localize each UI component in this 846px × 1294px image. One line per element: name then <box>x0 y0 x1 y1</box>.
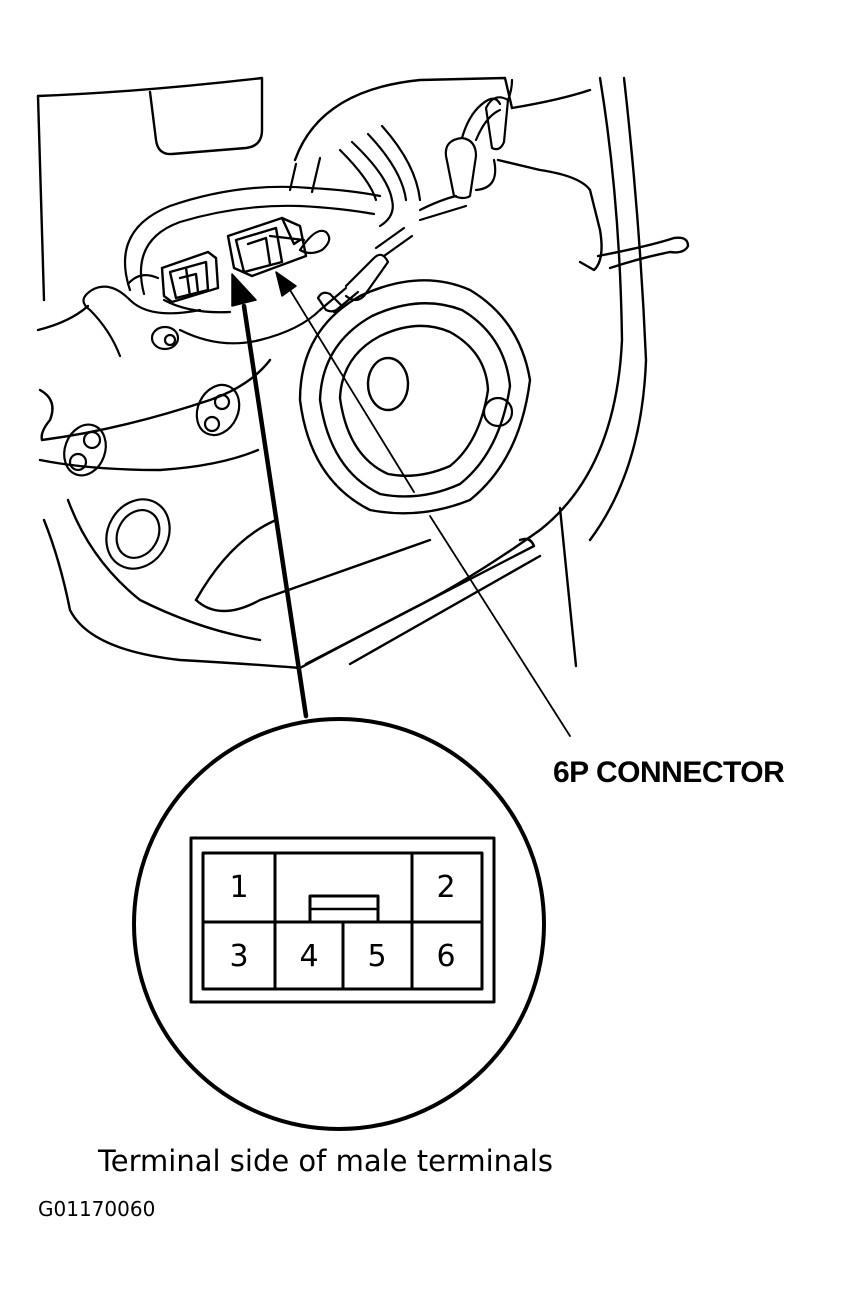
terminal-4-label: 4 <box>299 939 319 974</box>
connector-detail-view <box>132 717 546 1131</box>
door-trim-outline <box>36 76 690 670</box>
terminal-6-label: 6 <box>436 939 456 974</box>
terminal-2-label: 2 <box>436 870 456 905</box>
harness-connectors <box>160 216 308 304</box>
detail-caption: Terminal side of male terminals <box>98 1144 553 1178</box>
wiring-harness <box>82 78 514 358</box>
figure-id: G01170060 <box>38 1197 156 1221</box>
speaker <box>298 279 532 515</box>
terminal-1-label: 1 <box>229 870 249 905</box>
mounting-holes <box>63 325 514 570</box>
terminal-3-label: 3 <box>229 939 249 974</box>
terminal-5-label: 5 <box>367 939 387 974</box>
connector-callout-label: 6P CONNECTOR <box>553 756 785 789</box>
pointer-arrows <box>231 271 571 737</box>
